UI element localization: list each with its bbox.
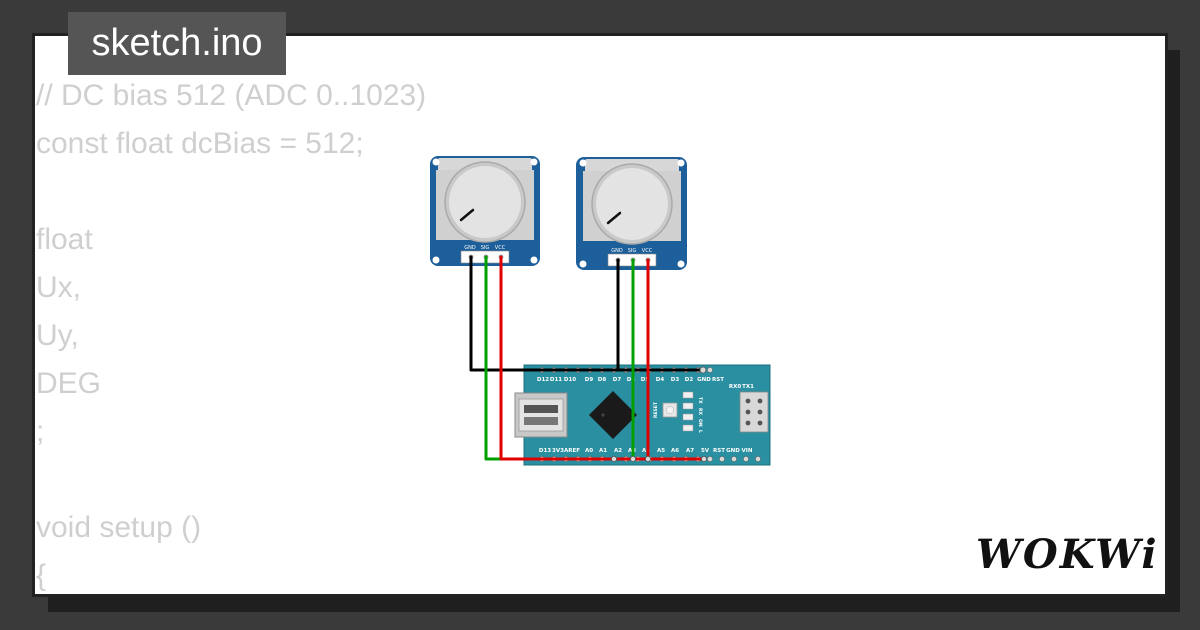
pot-pin-label: GND bbox=[464, 245, 476, 251]
pin-label: RX0 bbox=[729, 384, 741, 390]
status-leds bbox=[682, 391, 694, 432]
wire-gnd-1 bbox=[469, 255, 705, 372]
pin-label: D3 bbox=[671, 377, 680, 383]
code-line: const float dcBias = 512; bbox=[36, 127, 364, 160]
pin-label: D12 bbox=[537, 377, 549, 383]
code-line: float bbox=[36, 223, 93, 256]
pin-label: A7 bbox=[686, 448, 694, 454]
filename-tab[interactable]: sketch.ino bbox=[68, 12, 286, 75]
code-line: // DC bias 512 (ADC 0..1023) bbox=[36, 79, 427, 112]
pot-pin-label: VCC bbox=[495, 245, 506, 251]
led-label-l: L bbox=[697, 430, 703, 433]
preview-card bbox=[32, 33, 1168, 597]
pin-label: A4 bbox=[642, 448, 650, 454]
knob-indicator bbox=[459, 208, 475, 222]
pin-label: D8 bbox=[598, 377, 607, 383]
usb-connector bbox=[514, 392, 568, 438]
code-line: Uy, bbox=[36, 319, 79, 352]
pin-label: D4 bbox=[656, 377, 665, 383]
code-line: void setup () bbox=[36, 511, 202, 544]
code-line: { bbox=[36, 559, 47, 592]
icsp-header bbox=[739, 391, 769, 433]
pin-label: 3V3 bbox=[552, 448, 564, 454]
pin-label: GND bbox=[697, 377, 711, 383]
pin-label: A5 bbox=[657, 448, 665, 454]
svg-text:WOKWi: WOKWi bbox=[976, 531, 1156, 578]
code-line: DEG bbox=[36, 367, 102, 400]
wokwi-logo: WOKWi bbox=[976, 531, 1156, 578]
led-label-rx: RX bbox=[697, 408, 703, 415]
pin-label: D9 bbox=[585, 377, 594, 383]
code-line: Ux, bbox=[36, 271, 81, 304]
pot-pin-label: VCC bbox=[642, 248, 653, 254]
pot-pin-label: SIG bbox=[481, 245, 490, 251]
code-preview: // DC bias 512 (ADC 0..1023) const float… bbox=[36, 72, 426, 600]
arduino-nano[interactable]: D12 D11 D10 D9 D8 D7 D6 D5 D4 D3 D2 GND … bbox=[514, 364, 771, 466]
pin-label: RST bbox=[713, 448, 725, 454]
reset-button[interactable] bbox=[662, 402, 678, 418]
pin-label: A2 bbox=[614, 448, 622, 454]
potentiometer-1[interactable]: GND SIG VCC bbox=[430, 156, 540, 266]
pin-label: 5V bbox=[701, 448, 710, 454]
potentiometer-2[interactable]: GND SIG VCC bbox=[576, 157, 687, 270]
pin-label: TX1 bbox=[742, 384, 754, 390]
pin-label: D11 bbox=[550, 377, 562, 383]
pin-label: D2 bbox=[685, 377, 694, 383]
pin-label: D13 bbox=[539, 448, 551, 454]
pin-label: A1 bbox=[599, 448, 607, 454]
wire-gnd-2 bbox=[616, 258, 705, 372]
knob-indicator bbox=[606, 211, 622, 225]
pin-label: GND bbox=[726, 448, 740, 454]
pin-label: D5 bbox=[641, 377, 650, 383]
pot-pin-label: SIG bbox=[628, 248, 637, 254]
pot-pin-label: GND bbox=[611, 248, 623, 254]
code-line: ; bbox=[36, 415, 45, 448]
led-label-tx: TX bbox=[697, 397, 703, 404]
pin-label: RST bbox=[712, 377, 724, 383]
pin-label: D7 bbox=[613, 377, 622, 383]
pin-label: AREF bbox=[564, 448, 580, 454]
mcu-chip bbox=[588, 390, 638, 440]
led-label-on: ON bbox=[697, 419, 703, 427]
wire-vcc-1 bbox=[499, 255, 706, 461]
reset-label: RESET bbox=[653, 401, 659, 418]
pin-label: D10 bbox=[564, 377, 576, 383]
pin-label: D6 bbox=[627, 377, 636, 383]
pin-label: A0 bbox=[585, 448, 593, 454]
pin-label: A6 bbox=[671, 448, 679, 454]
pin-label: VIN bbox=[742, 448, 753, 454]
